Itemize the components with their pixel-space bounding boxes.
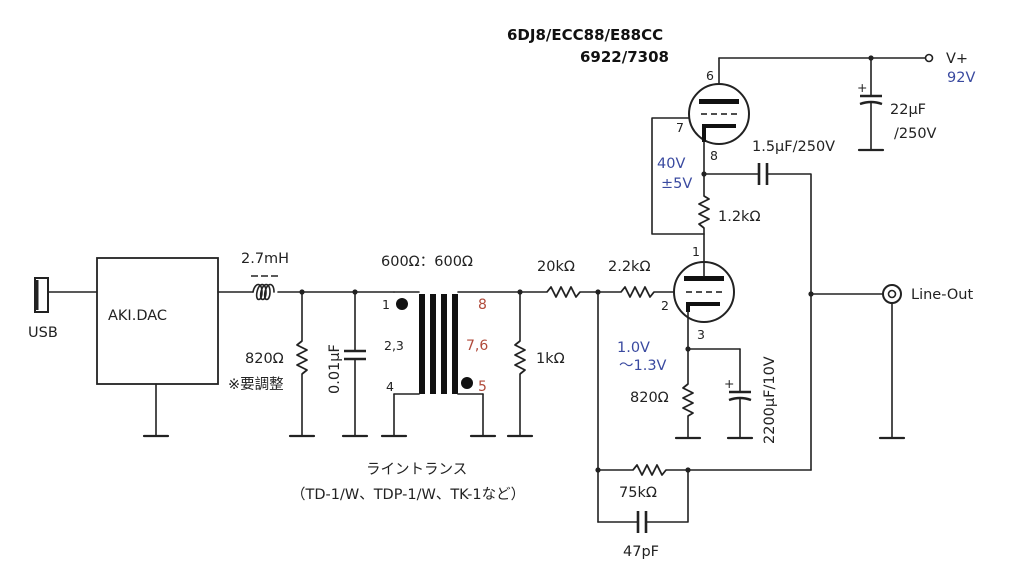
- lower-triode: [673, 261, 735, 323]
- supply-cap-value-2: /250V: [894, 126, 937, 142]
- supply-cap-polarity: +: [857, 80, 867, 95]
- c-cathode-value: 2200μF/10V: [762, 356, 778, 444]
- capacitor-supply: [857, 57, 885, 152]
- capacitor-output: [757, 163, 769, 185]
- r-grid-value: 2.2kΩ: [608, 259, 651, 275]
- pin-plate-upper: 6: [706, 68, 714, 83]
- c-output-value: 1.5μF/250V: [752, 139, 835, 155]
- line-out-jack: [878, 284, 906, 440]
- r-dac-load-value: 820Ω: [245, 351, 284, 367]
- tp-pin-23: 2,3: [384, 338, 404, 353]
- tp-pin-4: 4: [386, 379, 394, 394]
- tp-pin-1: 1: [382, 297, 390, 312]
- transformer-name: ライントランス: [366, 462, 467, 478]
- pin-cathode-lower: 3: [697, 327, 705, 342]
- pin-grid-lower: 2: [661, 298, 669, 313]
- cathode-voltage-2: ～1.3V: [619, 358, 667, 374]
- r-feedback-value: 75kΩ: [619, 485, 657, 501]
- capacitor-feedback: [636, 511, 648, 533]
- r-plate-value: 1.2kΩ: [718, 209, 761, 225]
- resistor-secondary-load: [506, 291, 534, 438]
- supply-voltage: 92V: [947, 70, 975, 86]
- ts-pin-8: 8: [478, 297, 487, 313]
- cathode-voltage-1: 1.0V: [617, 340, 650, 356]
- resistor-feedback: [632, 464, 667, 476]
- inductor-value: 2.7mH: [241, 251, 289, 267]
- pin-plate-lower: 1: [692, 244, 700, 259]
- line-out-label: Line-Out: [911, 287, 973, 303]
- r-series-value: 20kΩ: [537, 259, 575, 275]
- resistor-plate: [698, 195, 710, 229]
- resistor-cathode: [674, 348, 702, 440]
- tube-type-line1: 6DJ8/ECC88/E88CC: [507, 26, 663, 44]
- c-feedback-value: 47pF: [623, 544, 659, 560]
- dac-label: AKI.DAC: [108, 308, 167, 324]
- resistor-series-20k: [519, 286, 622, 298]
- usb-label: USB: [28, 325, 58, 341]
- ts-pin-5: 5: [478, 379, 487, 395]
- line-transformer: [380, 291, 521, 438]
- supply-label: V+: [946, 51, 968, 67]
- pin-grid-upper: 7: [676, 120, 684, 135]
- mid-voltage-tolerance: ±5V: [661, 176, 692, 192]
- mid-voltage: 40V: [657, 156, 685, 172]
- ts-pin-76: 7,6: [466, 338, 488, 354]
- tube-type-line2: 6922/7308: [580, 48, 669, 66]
- r-secondary-value: 1kΩ: [536, 351, 565, 367]
- pin-cathode-upper: 8: [710, 148, 718, 163]
- supply-cap-value-1: 22μF: [890, 102, 926, 118]
- inductor: [251, 275, 278, 301]
- r-dac-note: ※要調整: [228, 376, 284, 393]
- c-cathode-polarity: +: [724, 376, 734, 391]
- transformer-models: （TD-1/W、TDP-1/W、TK-1など）: [291, 486, 525, 503]
- dac-box: [96, 257, 219, 438]
- transformer-ratio: 600Ω：600Ω: [381, 254, 473, 270]
- r-cathode-value: 820Ω: [630, 390, 669, 406]
- upper-triode: [688, 57, 750, 145]
- c-filter-value: 0.01μF: [327, 344, 343, 394]
- resistor-dac-load: [288, 291, 316, 438]
- capacitor-cathode: [726, 348, 754, 440]
- capacitor-filter: [341, 291, 369, 438]
- usb-connector: [34, 277, 98, 313]
